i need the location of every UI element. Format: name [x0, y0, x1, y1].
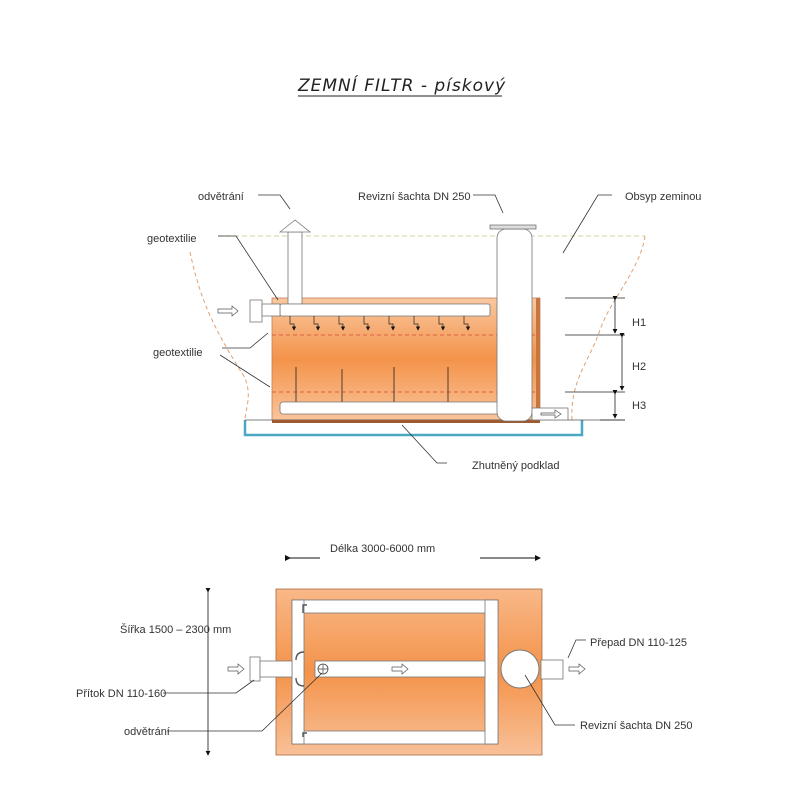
plan-view: Délka 3000-6000 mm Šířka 1500 – 2300 mm …	[76, 543, 693, 756]
h1-label: H1	[632, 317, 646, 329]
height-dimensions	[565, 296, 625, 421]
geotextile-side-label: geotextilie	[153, 347, 203, 359]
inflow-leader	[163, 679, 255, 694]
flow-arrow-icon	[391, 663, 409, 675]
inspection-shaft-plan	[500, 649, 540, 689]
vent-plan-label: odvětrání	[124, 726, 170, 738]
inlet-manifold	[291, 599, 305, 745]
compacted-base	[243, 420, 584, 437]
h3-label: H3	[632, 400, 646, 412]
section-view: H1 H2 H3 odvětrání Revizní šachta DN 250…	[147, 191, 701, 472]
vent-plan-leader	[167, 672, 323, 732]
backfill-label: Obsyp zeminou	[625, 191, 701, 203]
overflow-label: Přepad DN 110-125	[590, 637, 687, 649]
inlet-fitting	[249, 299, 263, 323]
h2-label: H2	[632, 361, 646, 373]
outflow-arrow-icon-plan	[568, 663, 586, 675]
backfill-leader	[562, 194, 612, 254]
inlet-fitting-plan	[249, 656, 261, 682]
overflow-pipe	[540, 659, 564, 680]
vent-leader	[258, 194, 291, 210]
excavation-left-line	[189, 251, 249, 421]
inlet-connector	[261, 303, 281, 317]
shaft-cover	[489, 224, 537, 230]
shaft-plan-leader	[524, 674, 575, 726]
excavation-right-line	[571, 235, 646, 421]
base-leader	[401, 424, 447, 464]
flow-down-arrows	[293, 367, 451, 409]
geotextile-top-label: geotextilie	[147, 233, 197, 245]
vent-cross	[318, 664, 328, 674]
shaft-plan-label: Revizní šachta DN 250	[580, 720, 693, 732]
page-title: ZEMNÍ FILTR - pískový	[297, 74, 506, 96]
inflow-arrow-icon	[217, 305, 239, 317]
length-label: Délka 3000-6000 mm	[330, 543, 435, 555]
distribution-pipe	[279, 303, 491, 317]
base-label: Zhutněný podklad	[472, 460, 559, 472]
inflow-arrow-icon-plan	[227, 663, 245, 675]
geotextile-side-leader	[219, 332, 271, 388]
bottom-distribution-pipe	[291, 730, 499, 745]
inlet-pipe-plan	[259, 660, 293, 678]
filter-bottom	[272, 420, 540, 423]
collector-pipe	[279, 401, 501, 415]
width-label: Šířka 1500 – 2300 mm	[120, 623, 231, 636]
flow-turn-icons	[295, 604, 307, 737]
vent-pipe	[287, 231, 303, 305]
inspection-shaft	[496, 228, 533, 422]
filter-edge	[536, 298, 540, 420]
overflow-leader	[567, 639, 586, 659]
vent-label: odvětrání	[198, 191, 244, 203]
outflow-arrow-icon	[540, 409, 562, 419]
inflow-label: Přítok DN 110-160	[76, 688, 166, 700]
vent-arrow-icon	[278, 219, 312, 233]
top-distribution-pipe	[291, 599, 499, 614]
distribution-drips	[289, 316, 471, 331]
collector-manifold	[484, 599, 499, 745]
shaft-leader	[473, 194, 504, 214]
shaft-label: Revizní šachta DN 250	[358, 191, 471, 203]
geotextile-top-leader	[218, 235, 279, 301]
